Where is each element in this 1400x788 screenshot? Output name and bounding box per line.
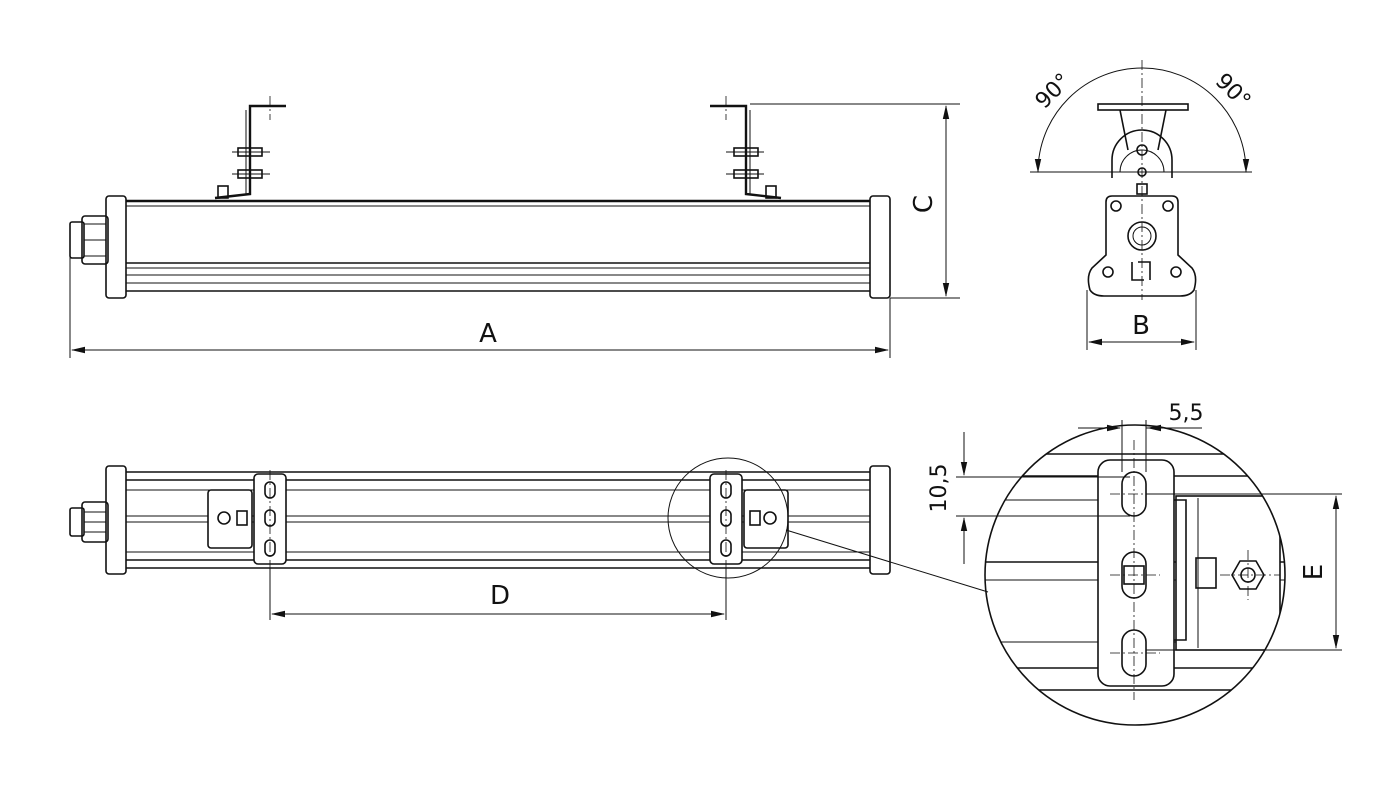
dimension-slot-width-label: 5,5 <box>1169 401 1204 426</box>
side-bracket <box>1097 103 1189 195</box>
detail-circle <box>984 424 1286 726</box>
dimension-b: B <box>1086 290 1197 350</box>
mount-top-right <box>709 470 800 568</box>
cable-gland-front <box>69 215 109 265</box>
end-cap-left <box>105 195 127 299</box>
dimension-d: D <box>269 568 727 620</box>
mounting-bracket-left <box>214 96 286 200</box>
logo-icon <box>1131 261 1151 281</box>
detail-callout-circle <box>667 457 789 579</box>
angle-right-label: 90° <box>1210 69 1255 114</box>
dimension-d-label: D <box>490 581 510 611</box>
dimension-a-label: A <box>479 319 497 349</box>
detail-view: 5,5 10,5 E <box>927 401 1342 726</box>
angle-left-label: 90° <box>1031 69 1076 114</box>
cable-gland-top <box>69 501 109 543</box>
end-cap-top-right <box>869 465 891 575</box>
mount-top-left <box>207 470 287 568</box>
top-view: D <box>69 457 989 620</box>
end-cap-right <box>869 195 891 299</box>
end-profile <box>1087 195 1197 297</box>
mounting-bracket-right <box>710 96 782 200</box>
side-view: 90° 90° B <box>1030 60 1255 350</box>
luminaire-body-front <box>126 199 870 292</box>
end-cap-top-left <box>105 465 127 575</box>
dimension-c: C <box>750 103 960 299</box>
detail-leader-line <box>785 529 989 593</box>
dimension-slot-length: 10,5 <box>927 432 1130 564</box>
dimension-b-label: B <box>1132 311 1150 341</box>
dimension-e-label: E <box>1299 564 1329 580</box>
dimension-slot-width: 5,5 <box>1078 401 1204 472</box>
tilt-angle-arcs: 90° 90° <box>1030 60 1255 300</box>
detail-bracket-plate <box>1097 440 1187 700</box>
dimension-e: E <box>1146 493 1342 651</box>
dimension-c-label: C <box>909 195 939 213</box>
dimension-slot-length-label: 10,5 <box>927 464 952 513</box>
dimension-a: A <box>69 240 891 358</box>
front-view: C A <box>69 96 960 358</box>
